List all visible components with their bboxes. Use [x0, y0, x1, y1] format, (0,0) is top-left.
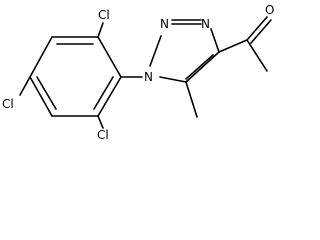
bond-phenyl-6 — [97, 76, 122, 117]
bond-phenyl-3 — [29, 36, 53, 78]
bond-n3-c4 — [210, 28, 220, 53]
bond-phenyl-1 — [97, 36, 122, 78]
bond-c4-c5-double — [185, 54, 214, 80]
bond-methyl — [185, 81, 198, 118]
bond-cl-top — [97, 22, 104, 38]
bond-acetyl-methyl — [246, 39, 268, 72]
bond-c4-c5 — [185, 51, 220, 83]
atom-cl-bottom: Cl — [97, 128, 109, 142]
bond-cl-bottom — [97, 115, 104, 129]
atom-cl-left: Cl — [2, 97, 14, 111]
bond-acetyl — [218, 39, 248, 53]
atom-n2: N — [160, 17, 169, 31]
bond-phenyl-double-3 — [93, 76, 114, 110]
bond-cl-left — [19, 76, 31, 96]
atom-n1: N — [144, 70, 153, 84]
atom-cl-top: Cl — [98, 8, 110, 22]
bond-carbonyl-1 — [246, 16, 268, 41]
bond-n1-n2 — [149, 35, 162, 67]
molecule-drawing: N N N O Cl Cl Cl — [2, 3, 274, 142]
atom-n3: N — [201, 17, 210, 31]
bond-carbonyl-2 — [250, 19, 272, 44]
bond-c5-n1 — [159, 76, 187, 83]
atom-o: O — [265, 3, 274, 17]
bond-phenyl-4 — [29, 76, 53, 117]
bond-phenyl-double-2 — [36, 76, 57, 110]
structure-diagram: N N N O Cl Cl Cl — [2, 3, 274, 142]
